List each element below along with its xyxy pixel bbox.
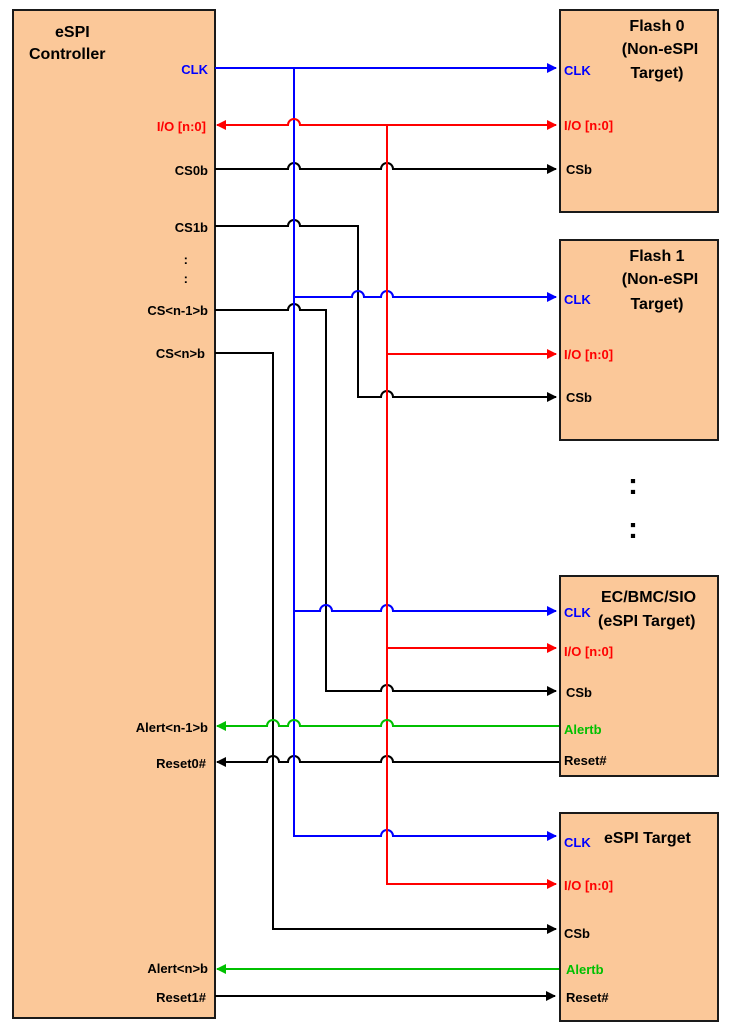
target-pin-io: I/O [n:0] bbox=[564, 878, 613, 893]
flash1-pin-io: I/O [n:0] bbox=[564, 347, 613, 362]
controller-dots-1: : bbox=[184, 252, 188, 267]
flash0-title-line2: (Non-eSPI bbox=[622, 41, 698, 58]
controller-title-line1: eSPI bbox=[55, 24, 90, 41]
controller-pin-csn1: CS<n-1>b bbox=[147, 303, 208, 318]
ec-pin-alert: Alertb bbox=[564, 722, 602, 737]
wire-alert-ec bbox=[216, 719, 559, 731]
target-pin-clk: CLK bbox=[564, 835, 591, 850]
wire-io-bus bbox=[386, 125, 557, 889]
wire-clk-bus bbox=[293, 68, 557, 841]
ec-pin-cs: CSb bbox=[566, 685, 592, 700]
flash0-box bbox=[559, 9, 719, 213]
controller-pin-cs1: CS1b bbox=[175, 220, 208, 235]
controller-pin-clk: CLK bbox=[181, 62, 208, 77]
wire-cs1 bbox=[215, 219, 557, 402]
ec-pin-clk: CLK bbox=[564, 605, 591, 620]
flash0-title-line1: Flash 0 bbox=[629, 18, 684, 35]
ec-pin-io: I/O [n:0] bbox=[564, 644, 613, 659]
controller-pin-csn: CS<n>b bbox=[156, 346, 205, 361]
vertical-ellipsis-1: : bbox=[628, 468, 638, 501]
ec-title-line1: EC/BMC/SIO bbox=[601, 589, 696, 606]
target-pin-cs: CSb bbox=[564, 926, 590, 941]
flash0-pin-io: I/O [n:0] bbox=[564, 118, 613, 133]
espi-target-box bbox=[559, 812, 719, 1022]
wire-csn bbox=[215, 352, 557, 934]
flash0-title-line3: Target) bbox=[630, 65, 683, 82]
flash0-pin-cs: CSb bbox=[566, 162, 592, 177]
vertical-ellipsis-2: : bbox=[628, 512, 638, 545]
controller-title-line2: Controller bbox=[29, 46, 105, 63]
espi-controller-box bbox=[12, 9, 216, 1019]
flash0-pin-clk: CLK bbox=[564, 63, 591, 78]
ec-pin-reset: Reset# bbox=[564, 753, 607, 768]
target-title-line1: eSPI Target bbox=[604, 830, 692, 847]
controller-pin-alert-n: Alert<n>b bbox=[147, 961, 208, 976]
ec-title-line2: (eSPI Target) bbox=[598, 613, 696, 630]
wire-clk-flash1 bbox=[294, 290, 557, 302]
controller-pin-reset0: Reset0# bbox=[156, 756, 207, 771]
flash1-title-line3: Target) bbox=[630, 296, 683, 313]
wire-clk-ec bbox=[294, 604, 557, 616]
flash1-title-line1: Flash 1 bbox=[629, 248, 684, 265]
wire-cs0 bbox=[215, 162, 557, 174]
controller-pin-cs0: CS0b bbox=[175, 163, 208, 178]
ec-box bbox=[559, 575, 719, 777]
controller-pin-io: I/O [n:0] bbox=[157, 119, 206, 134]
flash1-title-line2: (Non-eSPI bbox=[622, 271, 698, 288]
flash1-box bbox=[559, 239, 719, 441]
flash1-pin-cs: CSb bbox=[566, 390, 592, 405]
wire-csn1 bbox=[215, 303, 557, 696]
wire-io-flash0 bbox=[216, 118, 557, 130]
target-pin-alert: Alertb bbox=[566, 962, 604, 977]
controller-dots-2: : bbox=[184, 271, 188, 286]
controller-pin-alert-n1: Alert<n-1>b bbox=[136, 720, 208, 735]
flash1-pin-clk: CLK bbox=[564, 292, 591, 307]
target-pin-reset: Reset# bbox=[566, 990, 609, 1005]
controller-pin-reset1: Reset1# bbox=[156, 990, 207, 1005]
